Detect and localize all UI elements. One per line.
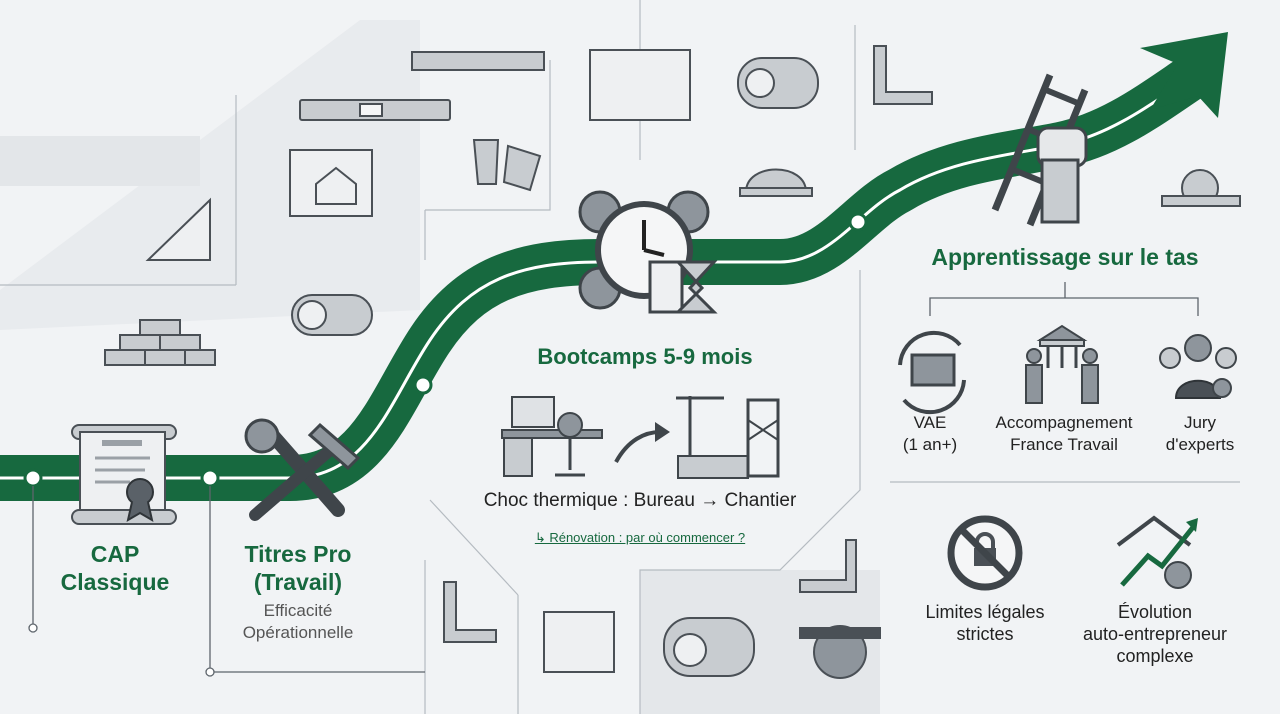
level-icon — [299, 99, 451, 121]
circuit-lines — [0, 0, 1240, 714]
bootcamps-caption: Choc thermique : Bureau → Chantier — [483, 490, 797, 511]
titres-pro-subtitle-line1: Efficacité — [263, 601, 333, 620]
gloves-icon — [472, 139, 542, 192]
option-jury: Jury d'experts — [1150, 412, 1250, 456]
titres-pro-title-line2: (Travail) — [253, 569, 343, 595]
blueprint-icon — [589, 49, 691, 121]
option-vae-line2: (1 an+) — [902, 435, 958, 454]
arrow-head-icon — [1140, 32, 1228, 118]
fist-ladder-icon — [991, 73, 1089, 227]
experts-group-icon — [1159, 334, 1237, 399]
bricks-icon — [104, 319, 216, 366]
folder-cycle-icon — [898, 330, 966, 415]
decorative-tools — [104, 45, 1241, 679]
background-shapes — [0, 20, 880, 714]
titres-pro-stage: Titres Pro (Travail) Efficacité Opératio… — [212, 540, 384, 644]
insulation-roll-icon — [737, 57, 819, 109]
apprentissage-title: Apprentissage sur le tas — [931, 244, 1199, 270]
constraint-evolution-line1: Évolution — [1117, 602, 1193, 622]
house-plan-icon — [289, 149, 373, 217]
option-france-travail: Accompagnement France Travail — [980, 412, 1148, 456]
cap-title-line2-box: Classique — [40, 568, 190, 596]
roll-icon — [291, 294, 373, 336]
option-jury-line1: Jury — [1183, 413, 1217, 432]
square-icon-right — [799, 539, 857, 593]
renovation-link[interactable]: ↳ Rénovation : par où commencer ? — [534, 530, 746, 545]
option-france-travail-line2: France Travail — [1010, 435, 1118, 454]
constraint-legal: Limites légales strictes — [905, 601, 1065, 645]
floorplan-icon — [543, 611, 615, 673]
constraint-evolution-line2: auto-entrepreneur — [1082, 624, 1228, 644]
option-vae-line1: VAE — [913, 413, 947, 432]
house-growth-question-icon — [1116, 515, 1198, 589]
option-jury-line2: d'experts — [1165, 435, 1235, 454]
lock-prohibited-icon — [947, 515, 1023, 591]
square-icon — [873, 45, 933, 105]
institution-handshake-icon — [1025, 324, 1099, 404]
saw-blade-icon — [1161, 169, 1241, 207]
constraint-legal-line2: strictes — [956, 624, 1014, 644]
clock-gears-icon — [578, 190, 718, 314]
set-square-icon — [145, 197, 211, 261]
hard-hat-icon — [739, 168, 813, 197]
option-vae: VAE (1 an+) — [880, 412, 980, 456]
constraint-evolution-line3: complexe — [1116, 646, 1194, 666]
option-france-travail-line1: Accompagnement — [995, 413, 1133, 432]
constraint-legal-line1: Limites légales — [925, 602, 1045, 622]
circular-saw-icon — [799, 625, 881, 679]
titres-pro-subtitle-line2: Opérationnelle — [242, 623, 354, 642]
roll-glove-icon — [663, 617, 755, 677]
square-icon-bottom — [443, 581, 497, 643]
bootcamps-title: Bootcamps 5-9 mois — [537, 344, 753, 369]
cap-title-line2-text: Classique — [60, 569, 170, 595]
constraint-evolution: Évolution auto-entrepreneur complexe — [1065, 601, 1245, 667]
stage-connectors — [28, 282, 1199, 677]
titres-pro-title-line1: Titres Pro — [244, 541, 352, 567]
ruler-icon — [411, 51, 545, 71]
office-to-worksite-icon — [501, 396, 780, 479]
cap-stage: CAP — [40, 540, 190, 568]
diploma-icon — [71, 424, 177, 525]
cap-title-line1: CAP — [90, 541, 140, 567]
wrench-hammer-icon — [244, 418, 361, 521]
